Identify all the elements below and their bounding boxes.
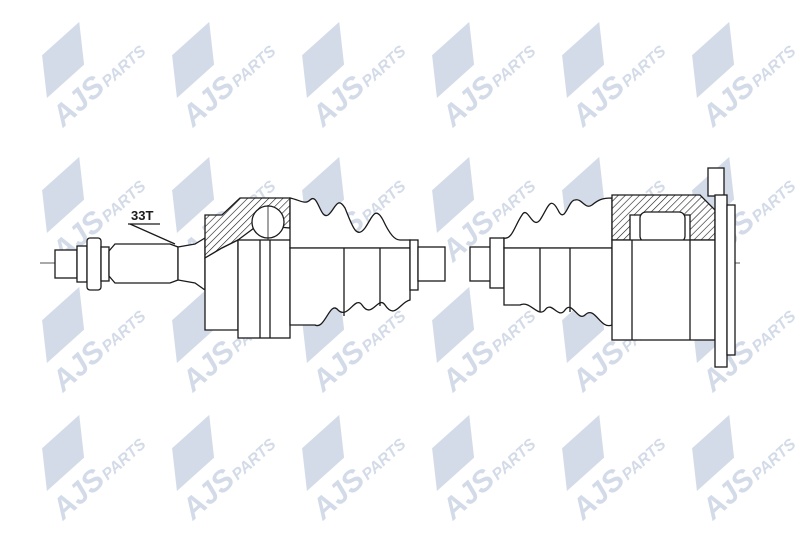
watermark-shape [302, 414, 345, 492]
watermark-shape [42, 156, 85, 234]
watermark-shape [42, 21, 85, 99]
watermark-sub: PARTS [99, 436, 150, 484]
joint-housing-right [611, 239, 716, 341]
watermark-sub: PARTS [749, 43, 800, 91]
watermark-sub: PARTS [99, 43, 150, 91]
watermark-sub: PARTS [489, 178, 540, 226]
spline-section [108, 243, 179, 284]
flange [714, 194, 728, 368]
watermark-sub: PARTS [619, 43, 670, 91]
watermark-shape [42, 414, 85, 492]
watermark-sub: PARTS [359, 436, 410, 484]
watermark-shape [42, 286, 85, 364]
watermark-sub: PARTS [619, 436, 670, 484]
watermark-shape [432, 156, 475, 234]
watermark-sub: PARTS [229, 436, 280, 484]
inner-cv-joint-side [469, 167, 740, 368]
watermark-sub: PARTS [489, 43, 540, 91]
watermark-shape [172, 21, 215, 99]
spline-count-label: 33T [131, 208, 153, 223]
boot-top-right [503, 197, 613, 249]
watermark-shape [172, 414, 215, 492]
watermark-shape [302, 21, 345, 99]
watermark-shape [692, 21, 735, 99]
watermark-shape [432, 414, 475, 492]
watermark-sub: PARTS [489, 308, 540, 356]
tripod-roller [639, 211, 686, 243]
watermark-sub: PARTS [749, 178, 800, 226]
shaft [417, 246, 446, 282]
rubber-boot-right [503, 247, 613, 327]
watermark-sub: PARTS [99, 308, 150, 356]
outer-cv-joint-side: 33T [40, 197, 446, 339]
watermark-shape [432, 286, 475, 364]
watermark-sub: PARTS [489, 436, 540, 484]
watermark-sub: PARTS [359, 43, 410, 91]
boot-top [289, 197, 411, 249]
watermark-shape [172, 286, 215, 364]
threaded-stub [54, 249, 78, 279]
watermark-sub: PARTS [749, 436, 800, 484]
watermark-sub: PARTS [749, 308, 800, 356]
mounting-tab [707, 167, 725, 197]
axle-nut [86, 237, 102, 291]
watermark-sub: PARTS [229, 43, 280, 91]
watermark-sub: PARTS [359, 308, 410, 356]
watermark-shape [562, 21, 605, 99]
watermark-shape [692, 414, 735, 492]
watermark-shape [172, 156, 215, 234]
watermark-sub: PARTS [359, 178, 410, 226]
watermark-shape [432, 21, 475, 99]
watermark-shape [562, 414, 605, 492]
